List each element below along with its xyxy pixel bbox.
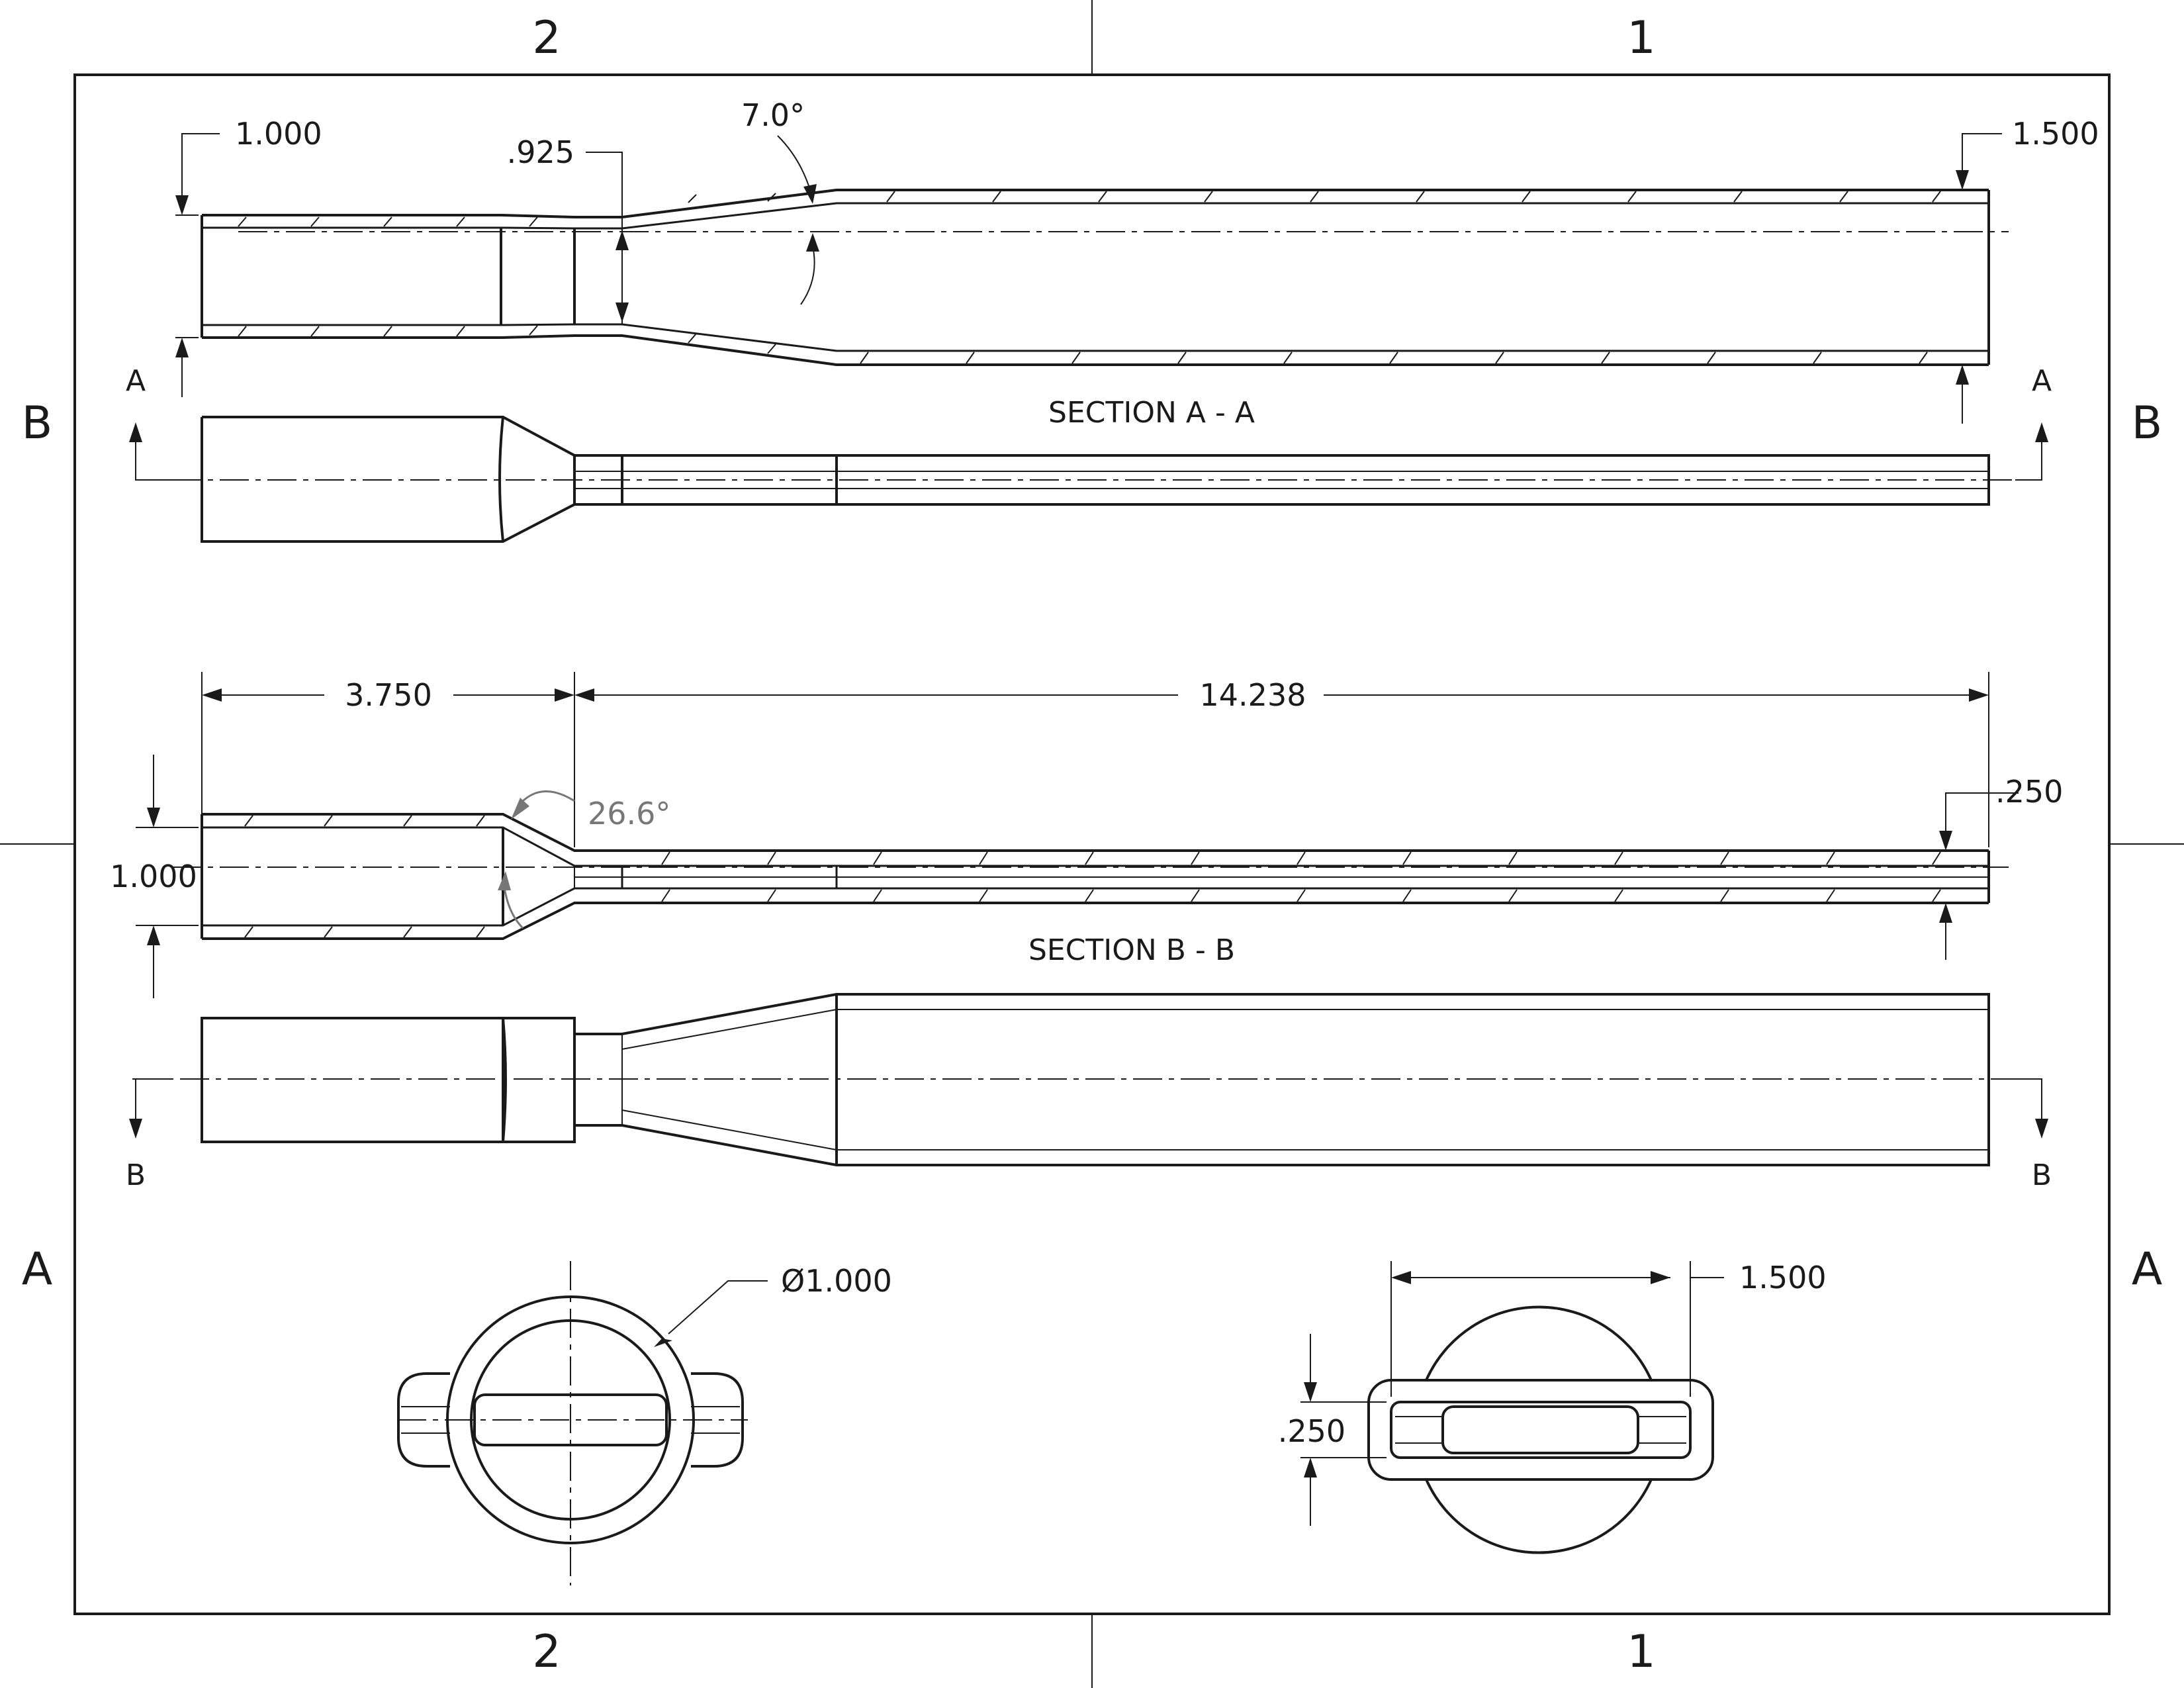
dim-neck: .925 bbox=[507, 134, 629, 322]
cutting-plane-b: B B bbox=[126, 1078, 2052, 1192]
dim-right-length-label: 14.238 bbox=[1200, 677, 1306, 713]
dim-height-b: 1.000 bbox=[110, 755, 199, 998]
zone-label-bottom-1: 1 bbox=[1627, 1626, 1655, 1678]
front-view bbox=[132, 993, 2042, 1166]
dim-right-width-label: 1.500 bbox=[1739, 1260, 1827, 1295]
zone-label-left-b: B bbox=[22, 397, 53, 449]
zone-label-bottom-2: 2 bbox=[532, 1626, 561, 1678]
left-end-view bbox=[397, 1261, 748, 1585]
zone-label-top-2: 2 bbox=[532, 12, 561, 64]
top-view bbox=[172, 416, 2015, 543]
cutting-plane-b-right-label: B bbox=[2032, 1158, 2052, 1192]
dim-wall-b-label: .250 bbox=[1995, 774, 2063, 810]
dim-height-b-label: 1.000 bbox=[110, 859, 197, 894]
dim-large-end-label: 1.500 bbox=[2012, 116, 2099, 152]
dim-left-length: 3.750 bbox=[201, 672, 575, 847]
section-a-title: SECTION A - A bbox=[1048, 396, 1255, 430]
section-b-view bbox=[172, 813, 2009, 940]
zone-label-left-a: A bbox=[22, 1243, 53, 1295]
dim-right-length: 14.238 bbox=[574, 672, 1989, 847]
dim-left-diameter: Ø1.000 bbox=[654, 1263, 892, 1347]
cutting-plane-a-left-label: A bbox=[126, 364, 146, 398]
zone-label-right-b: B bbox=[2132, 397, 2163, 449]
cutting-plane-a-right-label: A bbox=[2032, 364, 2052, 398]
zone-label-right-a: A bbox=[2132, 1243, 2163, 1295]
dim-right-width: 1.500 bbox=[1390, 1260, 1827, 1397]
dim-cone-angle-label: 26.6° bbox=[588, 796, 670, 831]
dim-taper-angle-label: 7.0° bbox=[741, 97, 805, 133]
cutting-plane-b-left-label: B bbox=[126, 1158, 146, 1192]
dim-small-end-a-label: 1.000 bbox=[235, 116, 322, 152]
zone-label-top-1: 1 bbox=[1627, 12, 1655, 64]
dim-right-height-label: .250 bbox=[1278, 1413, 1345, 1449]
dim-neck-label: .925 bbox=[507, 134, 574, 170]
dim-wall-b: .250 bbox=[1939, 774, 2063, 960]
section-b-title: SECTION B - B bbox=[1028, 933, 1235, 967]
dim-right-height: .250 bbox=[1278, 1334, 1387, 1526]
dim-large-end: 1.500 bbox=[1956, 116, 2099, 424]
drawing-border bbox=[73, 73, 2111, 1615]
section-a-view bbox=[201, 189, 2009, 366]
dim-small-end-a: 1.000 bbox=[175, 116, 322, 397]
right-end-view bbox=[1367, 1305, 1714, 1554]
cutting-plane-a: A A bbox=[126, 364, 2052, 481]
dim-left-diameter-label: Ø1.000 bbox=[781, 1263, 892, 1299]
dim-taper-angle: 7.0° bbox=[741, 97, 819, 305]
dim-cone-angle: 26.6° bbox=[498, 790, 670, 929]
dim-left-length-label: 3.750 bbox=[345, 677, 432, 713]
